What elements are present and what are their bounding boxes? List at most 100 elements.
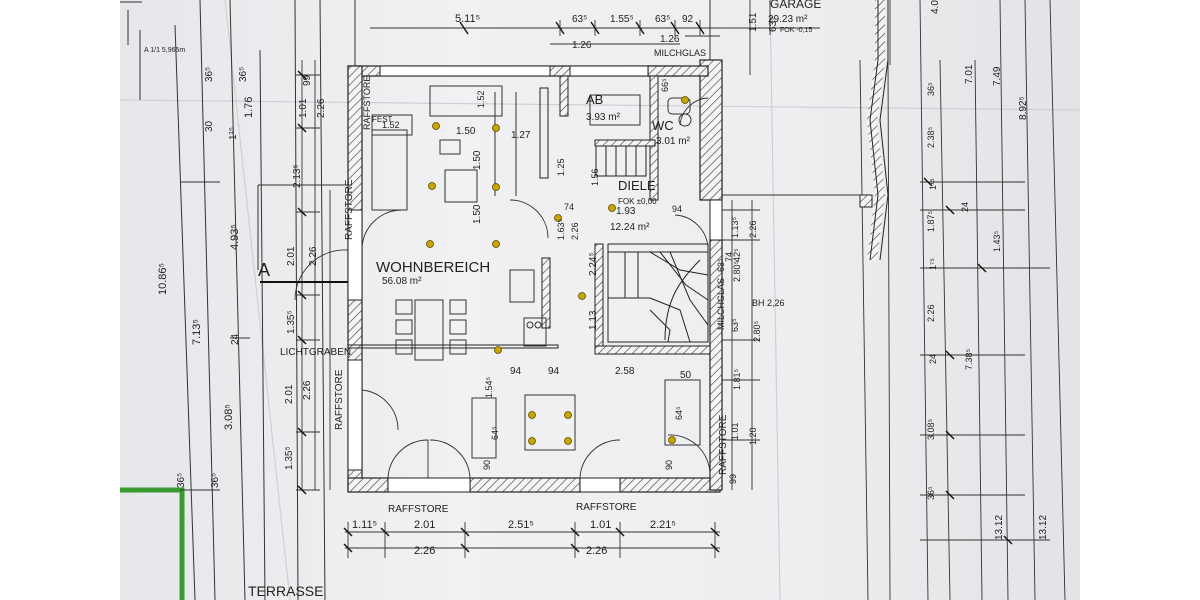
room-labels: WOHNBEREICH 56.08 m² DIELE FOK ±0,00 12.… xyxy=(248,0,821,599)
dimension-text-right: 4.06 7.01 7.49 8.92⁵ 36⁵ 2.38⁵ 1¹⁵ 1.87⁵… xyxy=(926,0,1049,540)
dim-r-16: 13.12 xyxy=(994,515,1005,540)
dimension-text-left-inner: 1.01 2.26 99 2.13⁵ 2.01 2.26 1.35⁵ 2.01 … xyxy=(284,74,327,470)
dim-bottom-2: 2.51⁵ xyxy=(508,519,534,531)
dim-in-23: 90 xyxy=(664,460,674,470)
dimension-lines-top xyxy=(370,0,891,75)
terrasse-name: TERRASSE xyxy=(248,583,323,599)
dim-left-8: 30 xyxy=(204,120,215,132)
ab-steps xyxy=(595,145,647,177)
dim-in-28: 63⁵ xyxy=(716,258,726,272)
raffstore-right: RAFFSTORE xyxy=(718,414,729,475)
dim-li-1: 2.26 xyxy=(316,98,327,118)
dim-top-8: 63⁵ xyxy=(768,17,779,32)
dim-in-34: 1.20 xyxy=(748,427,758,445)
dim-li-7: 2.01 xyxy=(284,384,295,404)
dim-li-9: 1.35⁵ xyxy=(284,446,295,470)
annotation-labels: A LICHTGRABEN A 1/1 5,965m RAFFSTORE RAF… xyxy=(144,47,785,515)
diele-fok: FOK ±0,00 xyxy=(618,197,657,206)
dim-in-35: 99 xyxy=(728,474,738,484)
diele-name: DIELE xyxy=(618,178,656,193)
raffstore-left-2: RAFFSTORE xyxy=(334,369,345,430)
dim-in-25: 2.26 xyxy=(748,220,758,238)
dim-left-0: 10.86⁵ xyxy=(157,263,169,295)
dim-in-8: 1.93 xyxy=(616,206,636,217)
dim-left-9: 24 xyxy=(230,333,241,345)
dim-r-1: 7.01 xyxy=(964,64,975,84)
dimension-text-bottom: 1.11⁵ 2.01 2.51⁵ 1.01 2.21⁵ 2.26 2.26 xyxy=(352,519,676,557)
dim-in-4: 1.50 xyxy=(472,150,483,170)
dim-r-2: 7.49 xyxy=(992,66,1003,86)
dim-in-14: 1.13 xyxy=(588,310,599,330)
dim-li-8: 2.26 xyxy=(302,380,313,400)
staircase xyxy=(607,251,709,343)
section-label: A xyxy=(258,260,270,280)
furniture xyxy=(371,85,701,459)
dim-r-10: 1⁷⁵ xyxy=(928,258,938,270)
floor-plan-sheet: WOHNBEREICH 56.08 m² DIELE FOK ±0,00 12.… xyxy=(120,0,1080,600)
dim-in-32: 1.81⁵ xyxy=(732,368,742,390)
dim-in-12: 2.26 xyxy=(570,222,580,240)
ceiling-lights xyxy=(426,96,689,445)
dim-left-2: 4.93⁵ xyxy=(229,224,241,250)
ab-area: 3.93 m² xyxy=(586,112,621,123)
dim-left-3: 3.08⁵ xyxy=(223,404,235,430)
dim-top-6: 1.26 xyxy=(660,34,680,45)
dim-in-33: 1.01 xyxy=(730,422,740,440)
dim-li-2: 99 xyxy=(302,74,313,86)
dim-top-3: 63⁵ xyxy=(655,14,670,25)
dimension-text-top: 5.11⁵ 63⁵ 1.55⁵ 63⁵ 92 1.26 1.26 1.51 63… xyxy=(455,12,779,51)
windows xyxy=(347,65,723,493)
dimension-lines-bottom xyxy=(345,522,720,558)
dim-in-16: 94 xyxy=(548,366,560,377)
dim-r-12: 24 xyxy=(928,354,938,364)
dim-top-4: 92 xyxy=(682,14,694,25)
dim-li-6: 1.35⁵ xyxy=(286,310,297,334)
raffstore-left-1: RAFFSTORE xyxy=(344,179,355,240)
fest-label: FEST xyxy=(372,115,393,124)
dim-bottom-6: 2.26 xyxy=(586,545,607,557)
dim-in-19: 1.54⁵ xyxy=(484,376,494,398)
dim-r-3: 8.92⁵ xyxy=(1018,96,1029,120)
dim-left-10: 36⁵ xyxy=(176,473,187,488)
dim-in-7: 1.56 xyxy=(590,168,600,186)
dim-in-18: 50 xyxy=(680,370,692,381)
dim-r-5: 2.38⁵ xyxy=(926,126,936,148)
dim-in-36: 66⁵ xyxy=(660,78,670,92)
garage-name: GARAGE xyxy=(770,0,821,11)
dim-in-22: 64⁵ xyxy=(674,406,684,420)
dim-r-7: 1.87⁵ xyxy=(926,210,936,232)
dim-r-0: 4.06 xyxy=(930,0,941,14)
dim-left-4: 1.76 xyxy=(243,97,255,118)
dim-r-8: 24 xyxy=(960,202,970,212)
dim-in-11: 1.63⁵ xyxy=(556,218,566,240)
raffstore-bottom-right: RAFFSTORE xyxy=(576,502,637,513)
dim-bottom-0: 1.11⁵ xyxy=(352,519,377,531)
dimension-text-interior: 1.52 1.52 1.50 1.27 1.50 1.50 1.25 1.56 … xyxy=(382,78,762,484)
dim-in-10: 94 xyxy=(672,204,682,214)
dim-r-11: 2.26 xyxy=(926,304,936,322)
dim-top-2: 1.55⁵ xyxy=(610,14,634,25)
dim-left-5: 36⁵ xyxy=(204,67,215,82)
dim-r-17: 13.12 xyxy=(1038,515,1049,540)
ab-name: AB xyxy=(586,92,603,107)
dim-in-30: 63⁵ xyxy=(730,318,740,332)
dim-in-13: 2.24⁵ xyxy=(588,252,599,276)
dim-bottom-3: 1.01 xyxy=(590,519,611,531)
a-note: A 1/1 5,965m xyxy=(144,47,185,54)
dim-in-26: 2.80⁵ xyxy=(732,260,742,282)
interior-walls xyxy=(347,75,711,355)
dim-r-4: 36⁵ xyxy=(926,82,936,96)
dim-r-15: 36⁵ xyxy=(926,486,936,500)
wohnbereich-area: 56.08 m² xyxy=(382,276,422,287)
diele-area: 12.24 m² xyxy=(610,222,650,233)
wc-area: 3.01 m² xyxy=(656,136,691,147)
wc-name: WC xyxy=(652,118,674,133)
dim-li-4: 2.01 xyxy=(286,246,297,266)
raffstore-top-left: RAFFSTORE xyxy=(362,76,372,130)
dimension-text-left: 10.86⁵ 7.13⁵ 4.93⁵ 3.08⁵ 1.76 36⁵ 36⁵ 1¹… xyxy=(157,67,255,488)
dim-bottom-5: 2.26 xyxy=(414,545,435,557)
dim-in-0: 1.52 xyxy=(382,120,400,130)
garage-area: 29.23 m² xyxy=(768,14,808,25)
dim-in-20: 64⁵ xyxy=(490,426,500,440)
raffstore-bottom-left: RAFFSTORE xyxy=(388,504,449,515)
